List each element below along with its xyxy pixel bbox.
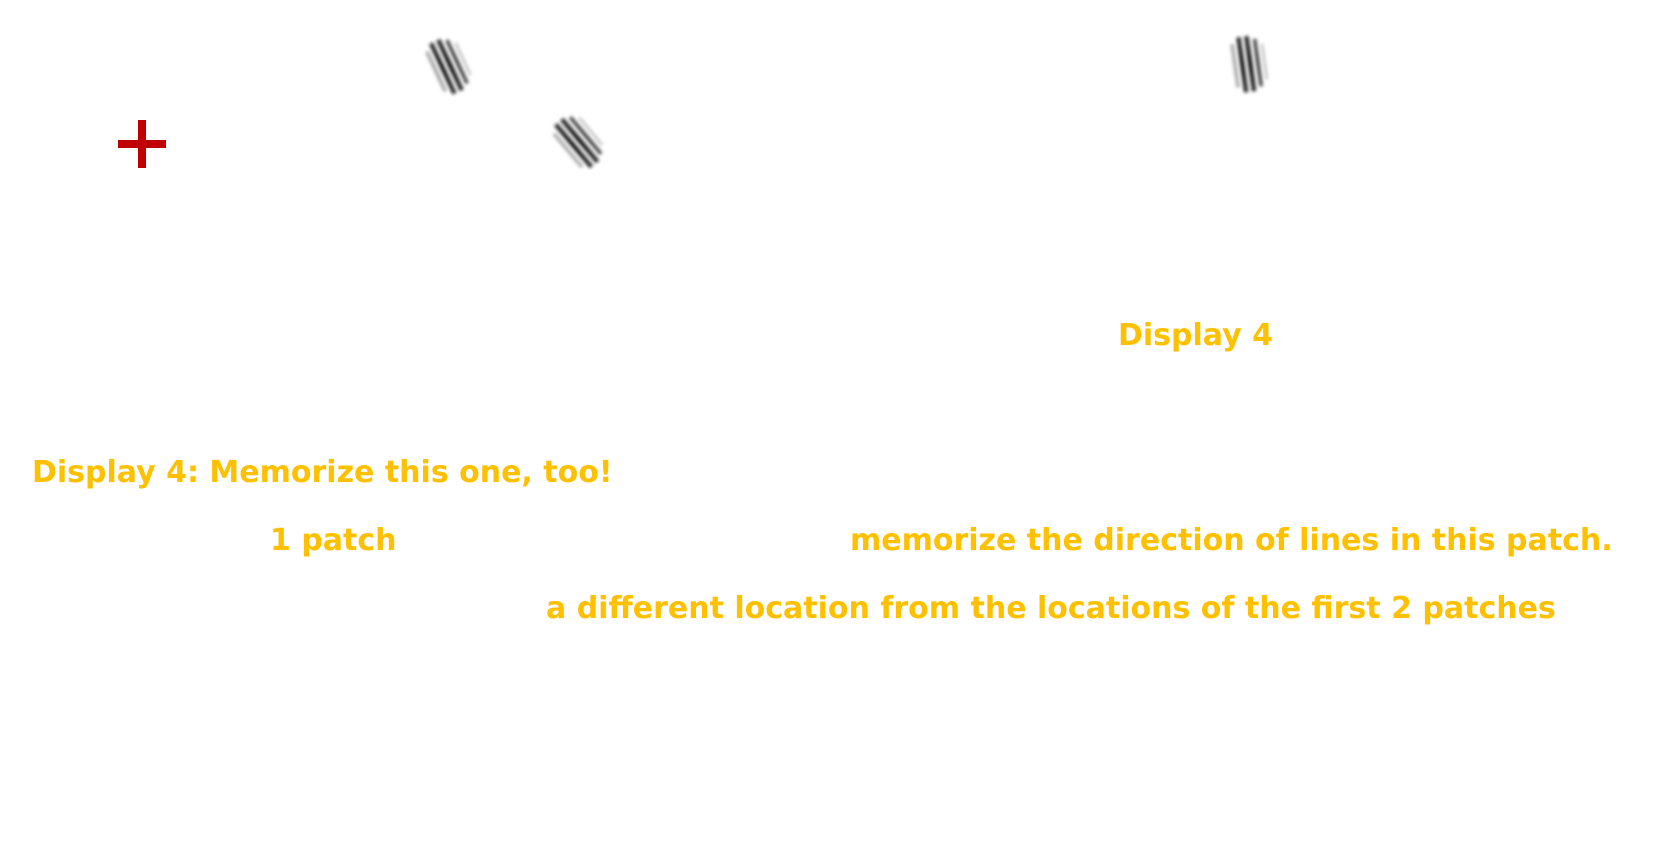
- instruction-heading: Display 4: Memorize this one, too!: [32, 455, 613, 490]
- gabor-patch-icon: [530, 94, 626, 190]
- display-title: Display 4: [1118, 318, 1273, 353]
- instruction-location: a different location from the locations …: [546, 591, 1556, 626]
- instruction-memorize: memorize the direction of lines in this …: [850, 523, 1613, 558]
- fixation-cross-icon: [118, 120, 166, 168]
- gabor-patch-icon: [400, 18, 496, 114]
- fixation-cross-vertical: [138, 120, 146, 168]
- gabor-patch-icon: [1200, 16, 1296, 112]
- instruction-patch-count: 1 patch: [270, 523, 397, 558]
